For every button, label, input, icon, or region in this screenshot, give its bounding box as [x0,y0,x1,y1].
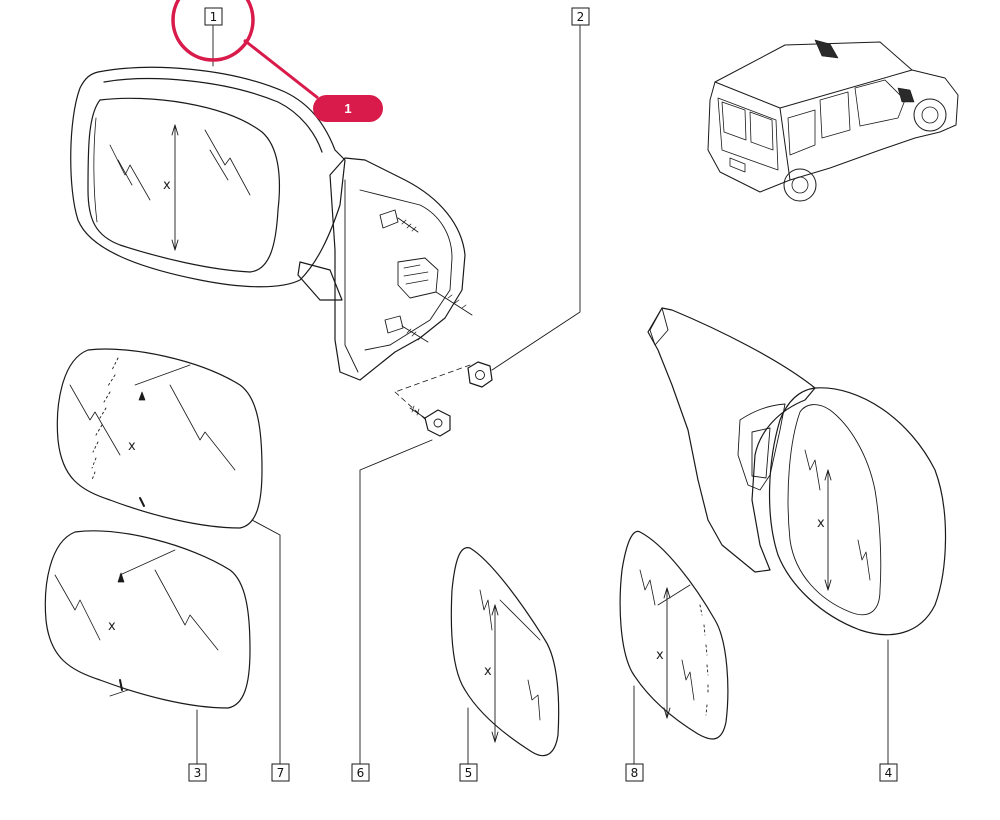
svg-text:5: 5 [465,766,473,780]
highlight-badge[interactable] [313,95,383,122]
mirror-glass-part-7[interactable] [56,348,263,529]
vehicle-locator-illustration [707,39,959,202]
callout-4[interactable]: 4 [879,763,898,782]
assembly-guide-lines [394,364,471,421]
highlight-connector [243,38,319,100]
callout-1[interactable]: 1 [204,7,223,26]
dimension-mark-part-3: x [108,619,116,634]
svg-text:2: 2 [577,10,585,24]
dimension-mark-part-1: x [163,178,171,193]
dimension-mark-part-4: x [817,516,825,531]
callout-6[interactable]: 6 [351,763,370,782]
leader-lines [196,25,889,765]
callout-5[interactable]: 5 [459,763,478,782]
highlight-badge-label: 1 [344,101,351,116]
highlight-circle [171,0,255,62]
dimension-mark-part-7: x [128,439,136,454]
mirror-housing-part-4[interactable] [647,307,947,636]
mirror-glass-part-5[interactable] [450,547,560,757]
nut-part-2[interactable] [467,361,493,388]
mirror-glass-part-8[interactable] [619,530,729,740]
mirror-glass-part-3[interactable] [44,530,251,709]
callout-3[interactable]: 3 [188,763,207,782]
callout-7[interactable]: 7 [271,763,290,782]
svg-text:6: 6 [357,766,365,780]
mirror-assembly-part-1[interactable] [70,66,473,381]
svg-text:4: 4 [885,766,893,780]
callout-8[interactable]: 8 [625,763,644,782]
svg-text:3: 3 [194,766,202,780]
callout-2[interactable]: 2 [571,7,590,26]
highlight-annotation[interactable]: 1 [171,0,383,122]
dimension-mark-part-5: x [484,664,492,679]
svg-text:8: 8 [631,766,639,780]
dimension-mark-part-8: x [656,648,664,663]
svg-text:7: 7 [277,766,285,780]
svg-text:1: 1 [210,10,218,24]
